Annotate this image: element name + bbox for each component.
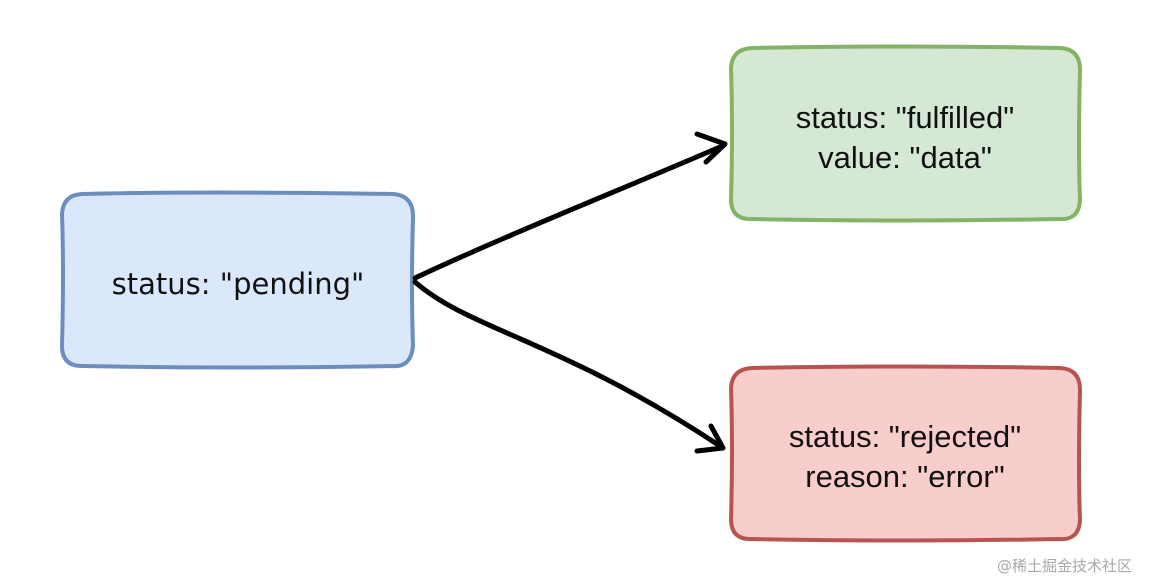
edge-pending-to-rejected	[412, 279, 726, 454]
node-rejected-status-text: status: "rejected"	[789, 419, 1021, 454]
node-rejected: status: "rejected" reason: "error"	[729, 364, 1082, 543]
node-pending-status-text: status: "pending"	[112, 267, 365, 301]
node-rejected-reason-text: reason: "error"	[805, 459, 1004, 494]
node-fulfilled-box	[729, 44, 1082, 223]
node-fulfilled-status-text: status: "fulfilled"	[796, 100, 1014, 135]
node-fulfilled: status: "fulfilled" value: "data"	[729, 44, 1082, 223]
arrowhead-rejected-icon	[694, 423, 726, 454]
edge-pending-to-fulfilled-line	[412, 144, 723, 281]
node-fulfilled-value-text: value: "data"	[818, 140, 992, 175]
node-pending: status: "pending"	[60, 190, 415, 370]
node-rejected-box	[729, 364, 1082, 543]
node-pending-box	[60, 190, 415, 370]
edge-pending-to-fulfilled	[412, 131, 728, 281]
watermark: @稀土掘金技术社区	[996, 557, 1132, 575]
edge-pending-to-rejected-line	[412, 279, 723, 449]
arrowhead-fulfilled-icon	[694, 131, 728, 165]
